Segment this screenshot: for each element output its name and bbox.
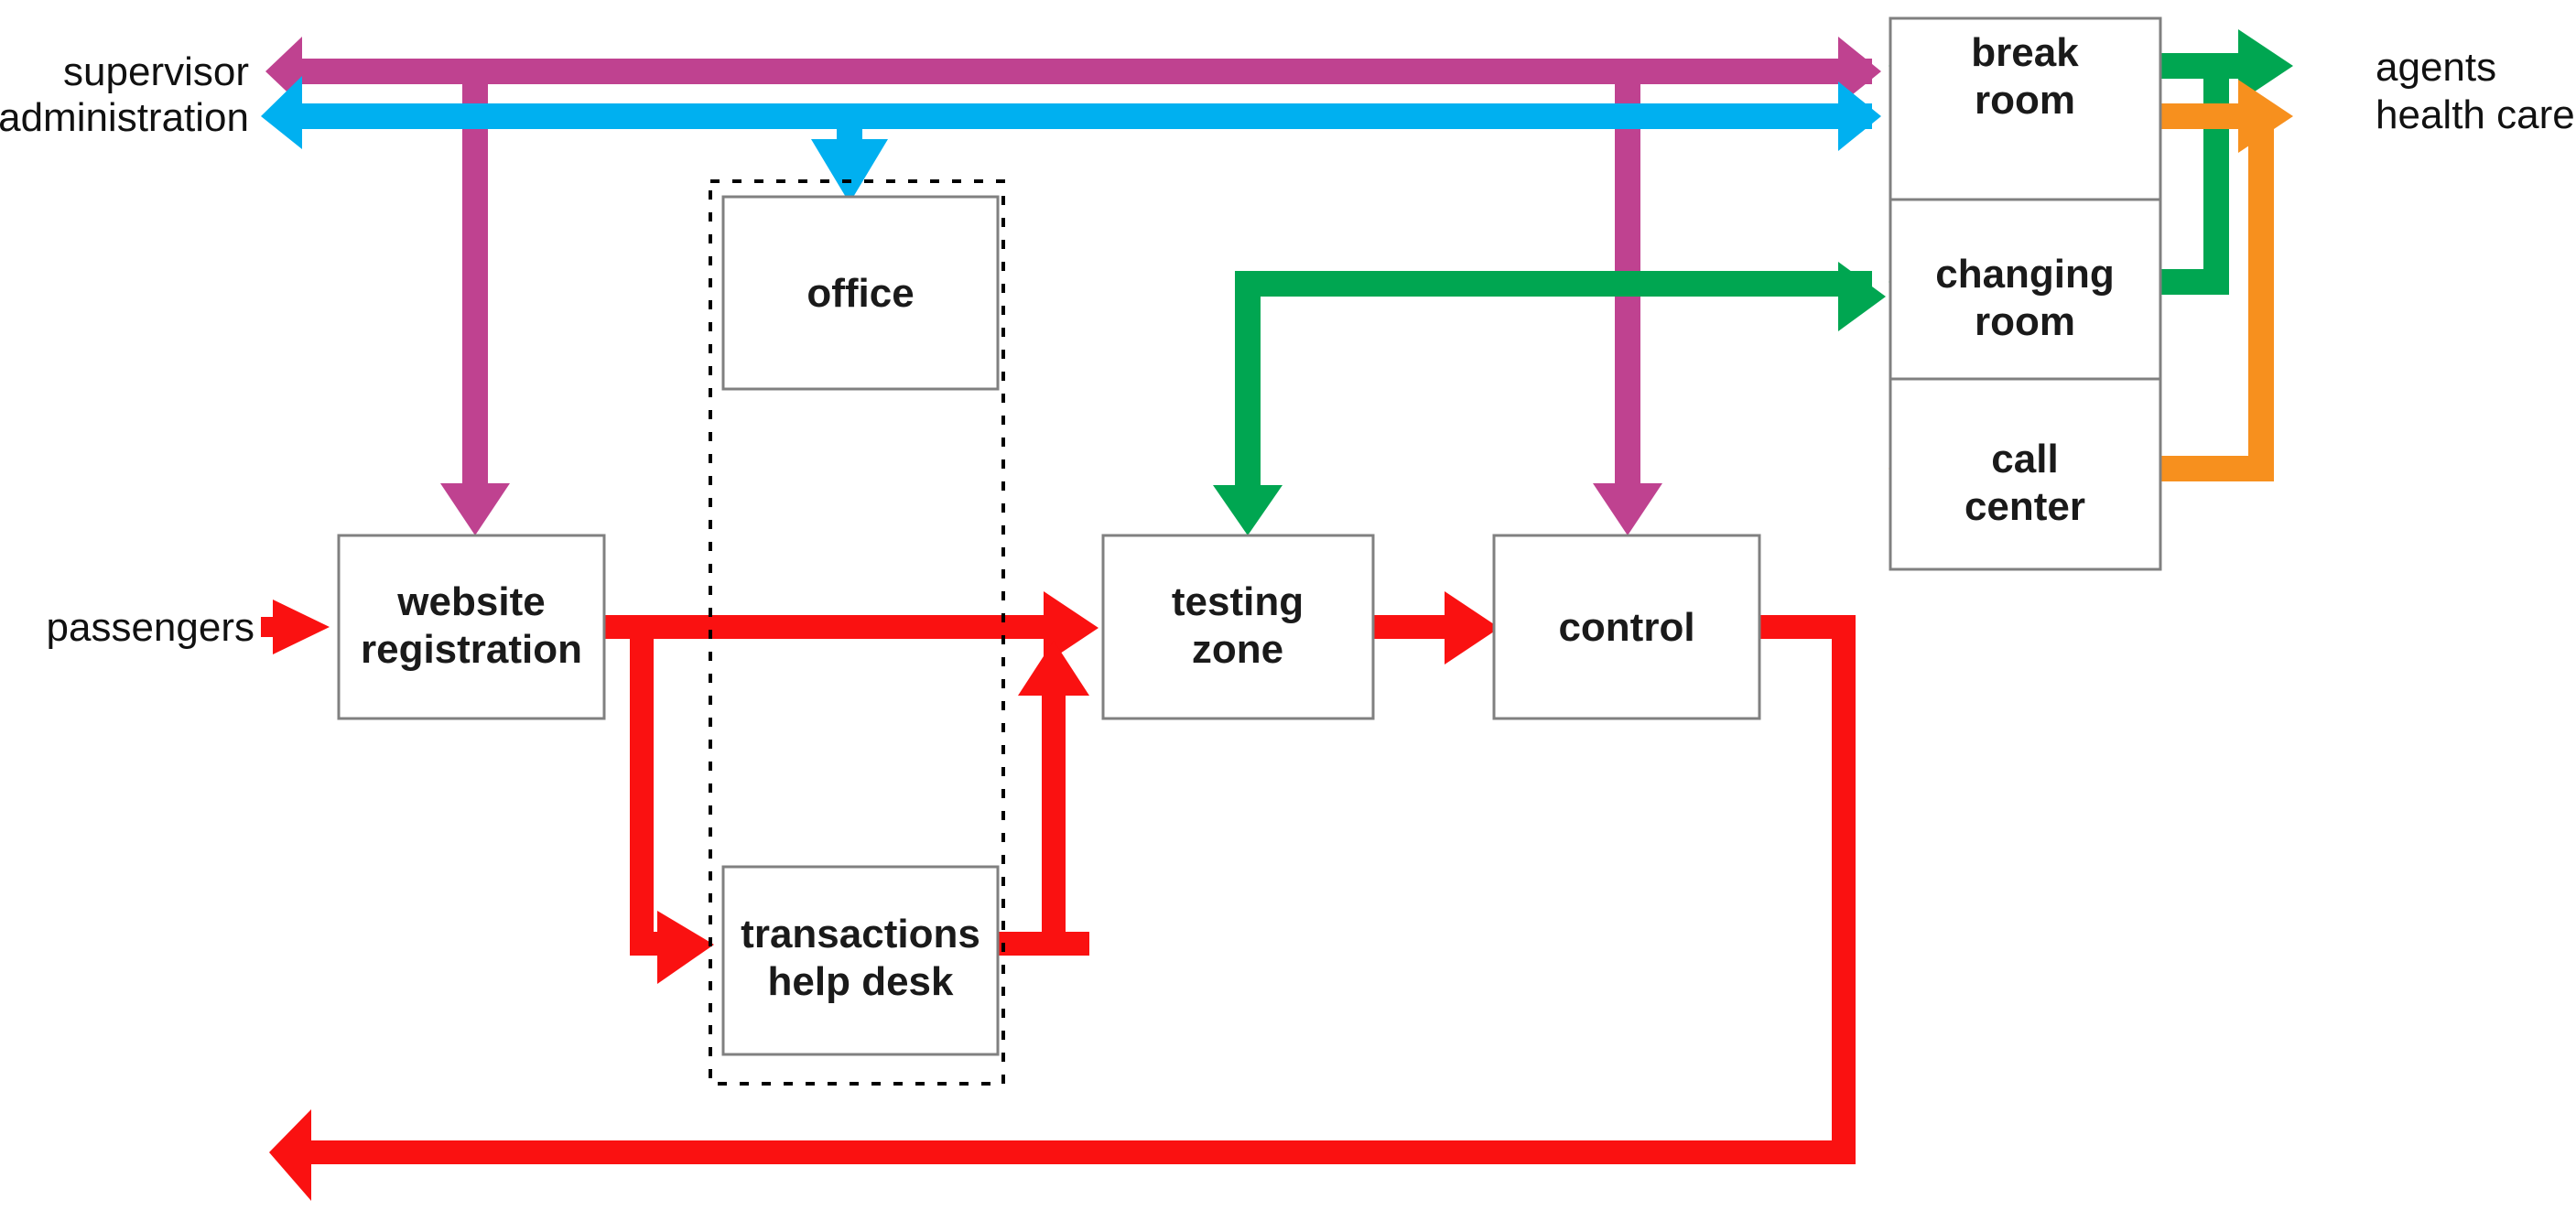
blue-left-arrowhead [261, 76, 302, 149]
changing-room-label-1: changing [1935, 252, 2115, 297]
green-arrowhead-testing [1213, 485, 1283, 535]
website-registration-label-1: website [396, 579, 545, 624]
blue-right-arrowhead [1838, 81, 1881, 151]
orange-vertical-to-callcenter [2248, 103, 2274, 481]
administration-flow-blue [261, 76, 1881, 203]
break-room-label-2: room [1975, 78, 2075, 123]
label-passengers: passengers [47, 605, 254, 650]
transactions-help-desk-label-1: transactions [741, 912, 980, 956]
node-call-center[interactable]: call center [1889, 377, 2162, 571]
call-center-label-2: center [1964, 484, 2085, 529]
blue-horizontal-trunk [302, 103, 1872, 129]
node-website-registration[interactable]: website registration [337, 534, 606, 720]
magenta-right-arrowhead [1838, 37, 1881, 106]
magenta-horizontal-trunk [302, 59, 1872, 84]
blue-arrowhead-office [811, 139, 888, 203]
break-room-rect[interactable] [1889, 16, 2162, 201]
testing-zone-label-2: zone [1192, 627, 1283, 672]
control-rect[interactable] [1492, 534, 1761, 720]
magenta-arrowhead-control [1593, 483, 1662, 535]
red-passengers-stub [261, 617, 288, 637]
label-supervisor: supervisor [63, 49, 249, 94]
red-arrowhead-control [1445, 591, 1499, 665]
green-testing-horizontal [1235, 271, 1872, 297]
red-arrowhead-helpdesk [657, 911, 714, 984]
node-changing-room[interactable]: changing room [1889, 198, 2162, 381]
red-arrowhead-testing-bottom [1018, 641, 1089, 696]
red-return-vertical [1832, 615, 1856, 1164]
changing-room-label-2: room [1975, 299, 2075, 344]
testing-zone-rect[interactable] [1101, 534, 1375, 720]
red-arrowhead-testing-left [1044, 591, 1099, 665]
red-helpdesk-up [1042, 677, 1066, 952]
break-room-label-1: break [1971, 30, 2079, 75]
passenger-flow-red [261, 591, 1856, 1201]
testing-zone-label-1: testing [1172, 579, 1304, 624]
green-vertical-to-changing [2203, 66, 2229, 295]
label-agents: agents [2376, 45, 2496, 90]
website-registration-rect[interactable] [337, 534, 606, 720]
supervisor-flow-magenta [265, 37, 1881, 535]
red-branch-down-helpdesk [630, 615, 654, 954]
green-arrowhead-changing-left [1838, 262, 1886, 331]
magenta-arrowhead-website [440, 483, 510, 535]
node-transactions-help-desk[interactable]: transactions help desk [721, 865, 1000, 1056]
green-testing-vertical [1235, 271, 1261, 491]
node-control[interactable]: control [1492, 534, 1761, 720]
green-arrowhead-agents [2238, 29, 2293, 103]
label-health-care: health care [2376, 92, 2575, 137]
call-center-rect[interactable] [1889, 377, 2162, 571]
website-registration-label-2: registration [361, 627, 582, 672]
red-helpdesk-out [993, 932, 1089, 956]
red-return-arrowhead [269, 1109, 311, 1201]
office-label-1: office [806, 271, 914, 316]
call-center-label-1: call [1991, 437, 2058, 481]
transactions-help-desk-label-2: help desk [768, 959, 954, 1004]
node-office[interactable]: office [721, 195, 1000, 391]
red-return-horizontal [311, 1140, 1856, 1164]
transactions-help-desk-rect[interactable] [721, 865, 1000, 1056]
office-rect[interactable] [721, 195, 1000, 391]
control-label-1: control [1558, 605, 1694, 650]
node-testing-zone[interactable]: testing zone [1101, 534, 1375, 720]
changing-room-rect[interactable] [1889, 198, 2162, 381]
node-break-room[interactable]: break room [1889, 16, 2162, 201]
red-arrowhead-website [273, 600, 330, 654]
red-trunk-to-testing [604, 615, 1071, 639]
office-group-container [709, 179, 1005, 1086]
magenta-branch-website [462, 71, 488, 488]
label-administration: administration [0, 95, 249, 140]
